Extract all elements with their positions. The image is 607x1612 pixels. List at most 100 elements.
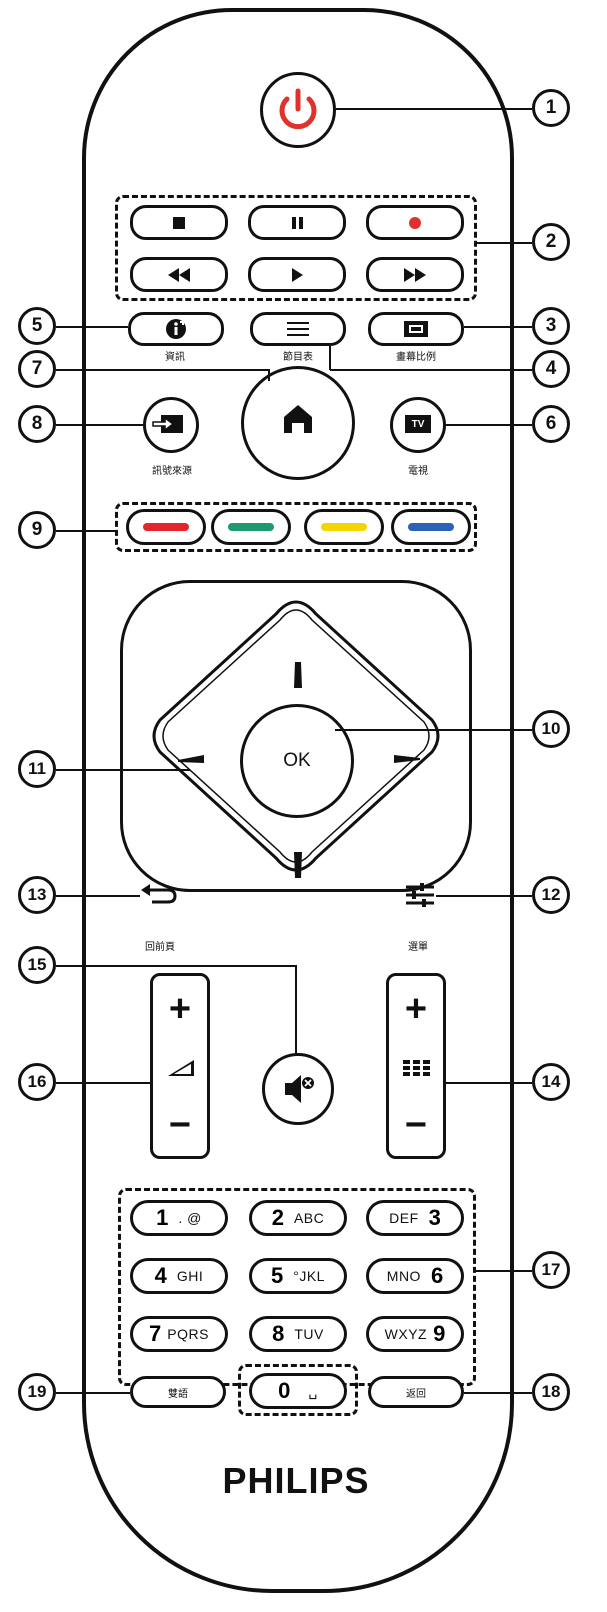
sources-label: 訊號來源 bbox=[152, 466, 192, 477]
callout-19: 19 bbox=[18, 1373, 56, 1411]
home-icon bbox=[284, 405, 312, 433]
leader-6 bbox=[446, 424, 532, 426]
red-bar bbox=[143, 523, 189, 531]
info-icon bbox=[166, 319, 186, 339]
leader-15 bbox=[56, 965, 296, 967]
callout-15: 15 bbox=[18, 946, 56, 984]
nav-pad bbox=[120, 580, 472, 892]
leader-17 bbox=[476, 1270, 532, 1272]
tv-button[interactable]: TV bbox=[390, 397, 446, 453]
leader-5 bbox=[56, 326, 128, 328]
volume-up-button[interactable]: + bbox=[168, 988, 192, 1030]
leader-8 bbox=[56, 424, 143, 426]
record-button[interactable] bbox=[366, 205, 464, 240]
key-0[interactable]: 0␣ bbox=[249, 1373, 347, 1409]
subtitle-label: 雙語 bbox=[168, 1388, 188, 1400]
power-icon bbox=[279, 88, 317, 130]
callout-2: 2 bbox=[532, 223, 570, 261]
leader-9 bbox=[56, 530, 118, 532]
format-label: 畫幕比例 bbox=[396, 352, 436, 363]
color-keys-group bbox=[115, 502, 477, 552]
callout-5: 5 bbox=[18, 307, 56, 345]
red-key[interactable] bbox=[126, 509, 206, 545]
yellow-key[interactable] bbox=[304, 509, 384, 545]
tv-icon-text: TV bbox=[411, 418, 425, 430]
options-icon bbox=[406, 883, 434, 907]
mute-button[interactable] bbox=[262, 1053, 334, 1125]
brand-logo: PHILIPS bbox=[222, 1460, 370, 1501]
callout-14: 14 bbox=[532, 1063, 570, 1101]
sources-button[interactable] bbox=[143, 397, 199, 453]
leader-15-v bbox=[295, 965, 297, 1055]
leader-4-v bbox=[329, 346, 331, 370]
tv-icon: TV bbox=[405, 415, 431, 433]
key-1[interactable]: 1. @ bbox=[130, 1200, 228, 1236]
rewind-button[interactable] bbox=[130, 257, 228, 292]
power-button[interactable] bbox=[260, 72, 336, 148]
dpad-right-button[interactable] bbox=[392, 752, 422, 766]
info-button[interactable] bbox=[128, 312, 224, 346]
leader-2 bbox=[477, 242, 532, 244]
leader-3 bbox=[464, 326, 532, 328]
tv-guide-button[interactable] bbox=[250, 312, 346, 346]
dpad-left-button[interactable] bbox=[176, 752, 206, 766]
info-label: 資訊 bbox=[165, 352, 185, 363]
subtitle-button[interactable]: 雙語 bbox=[130, 1376, 226, 1408]
record-icon bbox=[409, 216, 421, 229]
ok-button[interactable]: OK bbox=[240, 704, 354, 818]
rewind-icon bbox=[168, 267, 190, 282]
dpad-up-button[interactable] bbox=[290, 660, 306, 690]
stop-button[interactable] bbox=[130, 205, 228, 240]
channel-down-button[interactable]: − bbox=[404, 1104, 428, 1146]
pause-button[interactable] bbox=[248, 205, 346, 240]
callout-18: 18 bbox=[532, 1373, 570, 1411]
exit-label: 返回 bbox=[406, 1388, 426, 1400]
sources-icon bbox=[152, 415, 183, 433]
format-button[interactable] bbox=[368, 312, 464, 346]
options-button[interactable] bbox=[404, 882, 436, 908]
playback-group bbox=[115, 195, 477, 301]
back-arrow-icon bbox=[141, 884, 177, 904]
home-button[interactable] bbox=[241, 366, 355, 480]
blue-bar bbox=[408, 523, 454, 531]
key-5[interactable]: 5°JKL bbox=[249, 1258, 347, 1294]
callout-7: 7 bbox=[18, 350, 56, 388]
fast-forward-button[interactable] bbox=[366, 257, 464, 292]
play-button[interactable] bbox=[248, 257, 346, 292]
channel-rocker[interactable]: + − bbox=[386, 973, 446, 1159]
leader-12 bbox=[436, 895, 532, 897]
channel-up-button[interactable]: + bbox=[404, 988, 428, 1030]
volume-rocker[interactable]: + − bbox=[150, 973, 210, 1159]
exit-button[interactable]: 返回 bbox=[368, 1376, 464, 1408]
callout-16: 16 bbox=[18, 1063, 56, 1101]
back-label: 回前頁 bbox=[145, 942, 175, 953]
menu-lines-icon bbox=[287, 322, 309, 336]
aspect-icon bbox=[404, 321, 428, 337]
blue-key[interactable] bbox=[391, 509, 471, 545]
callout-11: 11 bbox=[18, 750, 56, 788]
callout-1: 1 bbox=[532, 89, 570, 127]
play-icon bbox=[292, 267, 303, 282]
key-0-group bbox=[238, 1364, 358, 1416]
callout-17: 17 bbox=[532, 1251, 570, 1289]
grid-icon bbox=[403, 1060, 430, 1076]
callout-4: 4 bbox=[532, 350, 570, 388]
yellow-bar bbox=[321, 523, 367, 531]
dpad-down-button[interactable] bbox=[290, 850, 306, 880]
leader-7-v bbox=[268, 369, 270, 381]
leader-18 bbox=[464, 1392, 532, 1394]
stop-icon bbox=[173, 216, 185, 229]
green-key[interactable] bbox=[211, 509, 291, 545]
back-button[interactable] bbox=[138, 882, 178, 908]
callout-6: 6 bbox=[532, 405, 570, 443]
callout-12: 12 bbox=[532, 876, 570, 914]
tv-guide-label: 節目表 bbox=[283, 352, 313, 363]
volume-down-button[interactable]: − bbox=[168, 1104, 192, 1146]
